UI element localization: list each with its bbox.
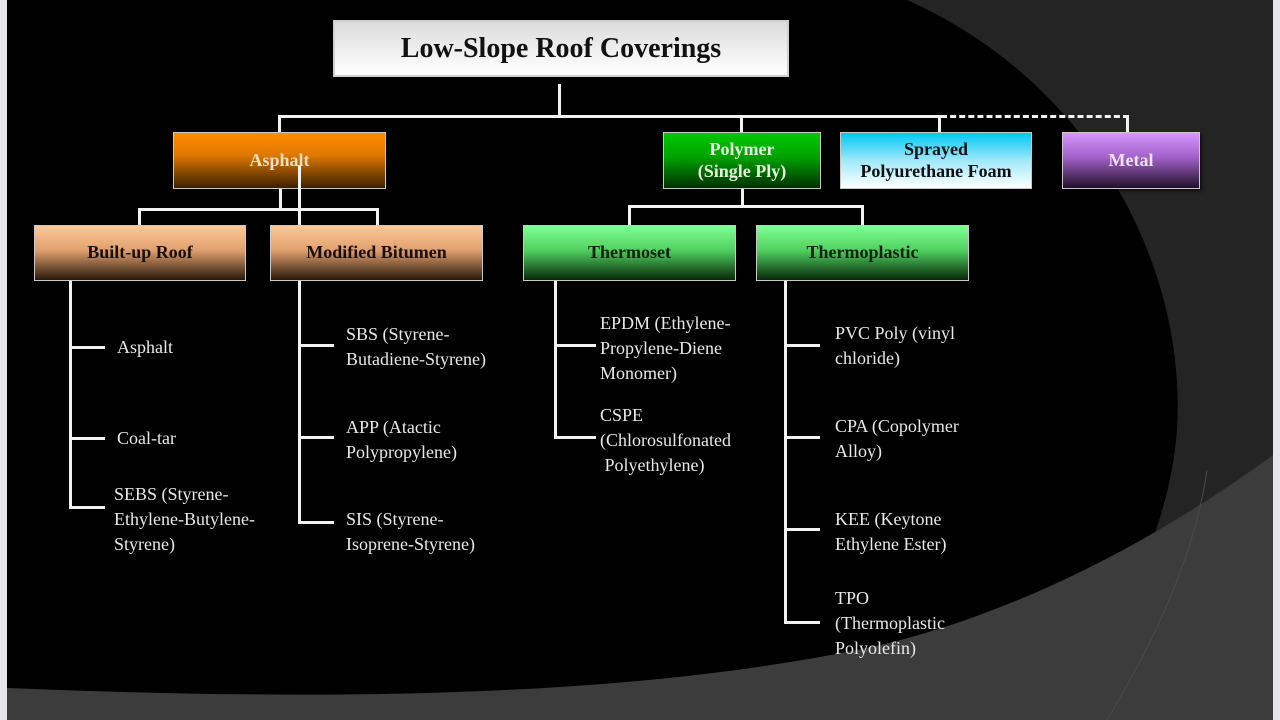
connector	[278, 115, 281, 133]
connector	[1126, 115, 1129, 133]
connector	[298, 436, 334, 439]
connector	[554, 344, 596, 347]
connector	[861, 205, 864, 226]
slide: Low-Slope Roof Coverings Asphalt Polymer…	[7, 0, 1273, 720]
leaf-item: Asphalt	[117, 337, 173, 357]
connector	[784, 621, 820, 624]
subcategory-built-up-roof[interactable]: Built-up Roof	[34, 225, 246, 281]
dashed-connector	[941, 115, 1129, 121]
leaf-item: APP (Atactic Polypropylene)	[346, 417, 457, 462]
connector	[278, 115, 941, 118]
connector	[298, 165, 301, 227]
subcategory-label: Modified Bitumen	[306, 242, 447, 263]
connector	[279, 189, 282, 211]
category-polymer[interactable]: Polymer (Single Ply)	[663, 132, 821, 189]
connector	[784, 436, 820, 439]
subcategory-modified-bitumen[interactable]: Modified Bitumen	[270, 225, 483, 281]
category-spf-label: Sprayed Polyurethane Foam	[860, 138, 1012, 181]
category-metal[interactable]: Metal	[1062, 132, 1200, 189]
connector	[628, 205, 864, 208]
leaf-item: PVC Poly (vinyl chloride)	[835, 323, 956, 368]
leaf-item: TPO (Thermoplastic Polyolefin)	[835, 588, 945, 658]
connector	[554, 281, 557, 439]
connector	[741, 189, 744, 207]
connector	[69, 437, 105, 440]
leaf-item: EPDM (Ethylene- Propylene-Diene Monomer)	[600, 313, 731, 383]
category-polymer-label: Polymer (Single Ply)	[697, 138, 787, 181]
subcategory-label: Built-up Roof	[87, 242, 193, 263]
connector	[298, 344, 334, 347]
connector	[784, 528, 820, 531]
connector	[138, 208, 379, 211]
diagram-title-box: Low-Slope Roof Coverings	[333, 20, 789, 77]
subcategory-label: Thermoset	[588, 242, 671, 263]
connector	[376, 208, 379, 226]
connector	[938, 115, 941, 133]
leaf-item: SIS (Styrene- Isoprene-Styrene)	[346, 509, 475, 554]
connector	[69, 346, 105, 349]
category-sprayed-polyurethane-foam[interactable]: Sprayed Polyurethane Foam	[840, 132, 1032, 189]
category-asphalt[interactable]: Asphalt	[173, 132, 386, 189]
connector	[298, 521, 334, 524]
connector	[740, 115, 743, 133]
leaf-item: Coal-tar	[117, 428, 176, 448]
connector	[138, 208, 141, 226]
leaf-item: SEBS (Styrene- Ethylene-Butylene- Styren…	[114, 484, 255, 554]
leaf-item: CPA (Copolymer Alloy)	[835, 416, 959, 461]
subcategory-label: Thermoplastic	[806, 242, 919, 263]
category-metal-label: Metal	[1108, 149, 1154, 170]
connector	[628, 205, 631, 226]
connector	[784, 344, 820, 347]
connector	[69, 281, 72, 509]
connector	[558, 84, 561, 118]
connector	[784, 281, 787, 624]
leaf-item: SBS (Styrene- Butadiene-Styrene)	[346, 324, 486, 369]
connector	[298, 281, 301, 524]
diagram-title: Low-Slope Roof Coverings	[400, 32, 722, 64]
category-asphalt-label: Asphalt	[249, 149, 310, 170]
subcategory-thermoplastic[interactable]: Thermoplastic	[756, 225, 969, 281]
connector	[554, 436, 596, 439]
leaf-item: CSPE (Chlorosulfonated Polyethylene)	[600, 405, 731, 475]
subcategory-thermoset[interactable]: Thermoset	[523, 225, 736, 281]
leaf-item: KEE (Keytone Ethylene Ester)	[835, 509, 947, 554]
connector	[69, 506, 105, 509]
